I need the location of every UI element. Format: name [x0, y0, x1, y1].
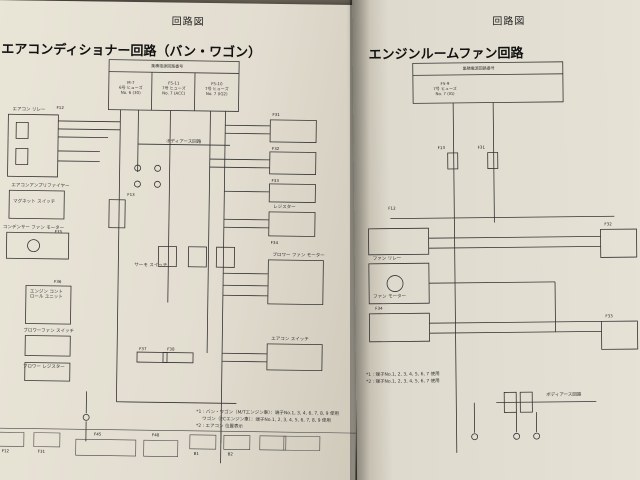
- connector-label: F48: [151, 432, 160, 438]
- right-wiring-diagram: [368, 61, 639, 453]
- code-label: F33: [271, 177, 279, 184]
- code-label: F34: [270, 239, 279, 246]
- code-label: F31: [272, 111, 280, 118]
- blower-motor-label: ブロワー ファン モーター: [272, 252, 325, 259]
- book-gutter-shadow: [350, 0, 370, 480]
- code-label: F36: [54, 278, 62, 284]
- code-label: F13: [437, 145, 446, 151]
- right-note-2: *2 : 端子No.1, 2, 3, 4, 5, 6, 7 使用: [366, 379, 440, 385]
- code-label: F35: [54, 228, 63, 235]
- ac-relay-label: エアコン リレー: [12, 107, 46, 113]
- right-note-1: *1 : 端子No.1, 2, 3, 4, 5, 6, 7 使用: [365, 372, 440, 378]
- ac-switch-label: エアコン スイッチ: [271, 336, 309, 343]
- fan-relay-label: ファン リレー: [372, 256, 402, 262]
- right-fuse-box-title: 集積電源回路番号: [462, 65, 495, 71]
- right-page: 回路図 エンジンルームファン回路: [352, 0, 640, 480]
- code-label: F32: [604, 221, 612, 227]
- connector-label: B1: [193, 450, 200, 456]
- left-fuse-3: F5-10 7号 ヒューズ No. 7 (IG2): [204, 81, 229, 97]
- code-label: F12: [56, 104, 64, 111]
- left-fuse-2: F5-11 7号 ヒューズ No. 7 (ACC): [161, 80, 186, 96]
- code-label: F13: [127, 191, 135, 198]
- connector-label: F45: [93, 431, 102, 437]
- connector-label: B2: [227, 451, 234, 457]
- connector-label: F12: [1, 448, 10, 454]
- right-fuse-1: F5-9 7号 ヒューズ No. 7 (IG): [433, 80, 457, 97]
- fan-motor-label: ファン モーター: [373, 294, 407, 300]
- left-page: 回路図 エアコンディショナー回路（バン・ワゴン）: [0, 0, 362, 480]
- resistor-label: レジスター: [273, 204, 296, 211]
- code-label: F38: [167, 346, 175, 352]
- code-label: F32: [271, 145, 280, 152]
- body-earth-label: ボディアース回路: [166, 139, 202, 145]
- left-fuse-1: M-7 6号 ヒューズ No. 6 (30): [118, 79, 143, 96]
- left-fuse-box-title: 集積電源回路番号: [151, 63, 184, 69]
- connector-label: F31: [37, 448, 46, 454]
- code-label: F37: [139, 346, 147, 352]
- code-label: F33: [605, 313, 613, 319]
- blower-switch-label: ブロワーファン スイッチ: [23, 328, 75, 335]
- thermo-switch-label: サーモ スイッチ: [134, 263, 168, 269]
- ac-amplifier-label: エアコンアンプリファイヤー: [11, 183, 70, 190]
- magnet-switch-label: マグネット スイッチ: [13, 199, 56, 205]
- blower-resistor-label: ブロワー レジスター: [22, 364, 65, 371]
- code-label: F34: [375, 305, 383, 311]
- engine-control-label: エンジン コントロール ユニット: [29, 289, 63, 300]
- code-label: F12: [388, 205, 396, 211]
- code-label: F31: [477, 144, 486, 150]
- left-note-3: *2 : エアコン 位置表示: [196, 423, 244, 430]
- left-wiring-diagram: [0, 59, 356, 464]
- right-body-earth-label: ボディアース回路: [546, 392, 582, 398]
